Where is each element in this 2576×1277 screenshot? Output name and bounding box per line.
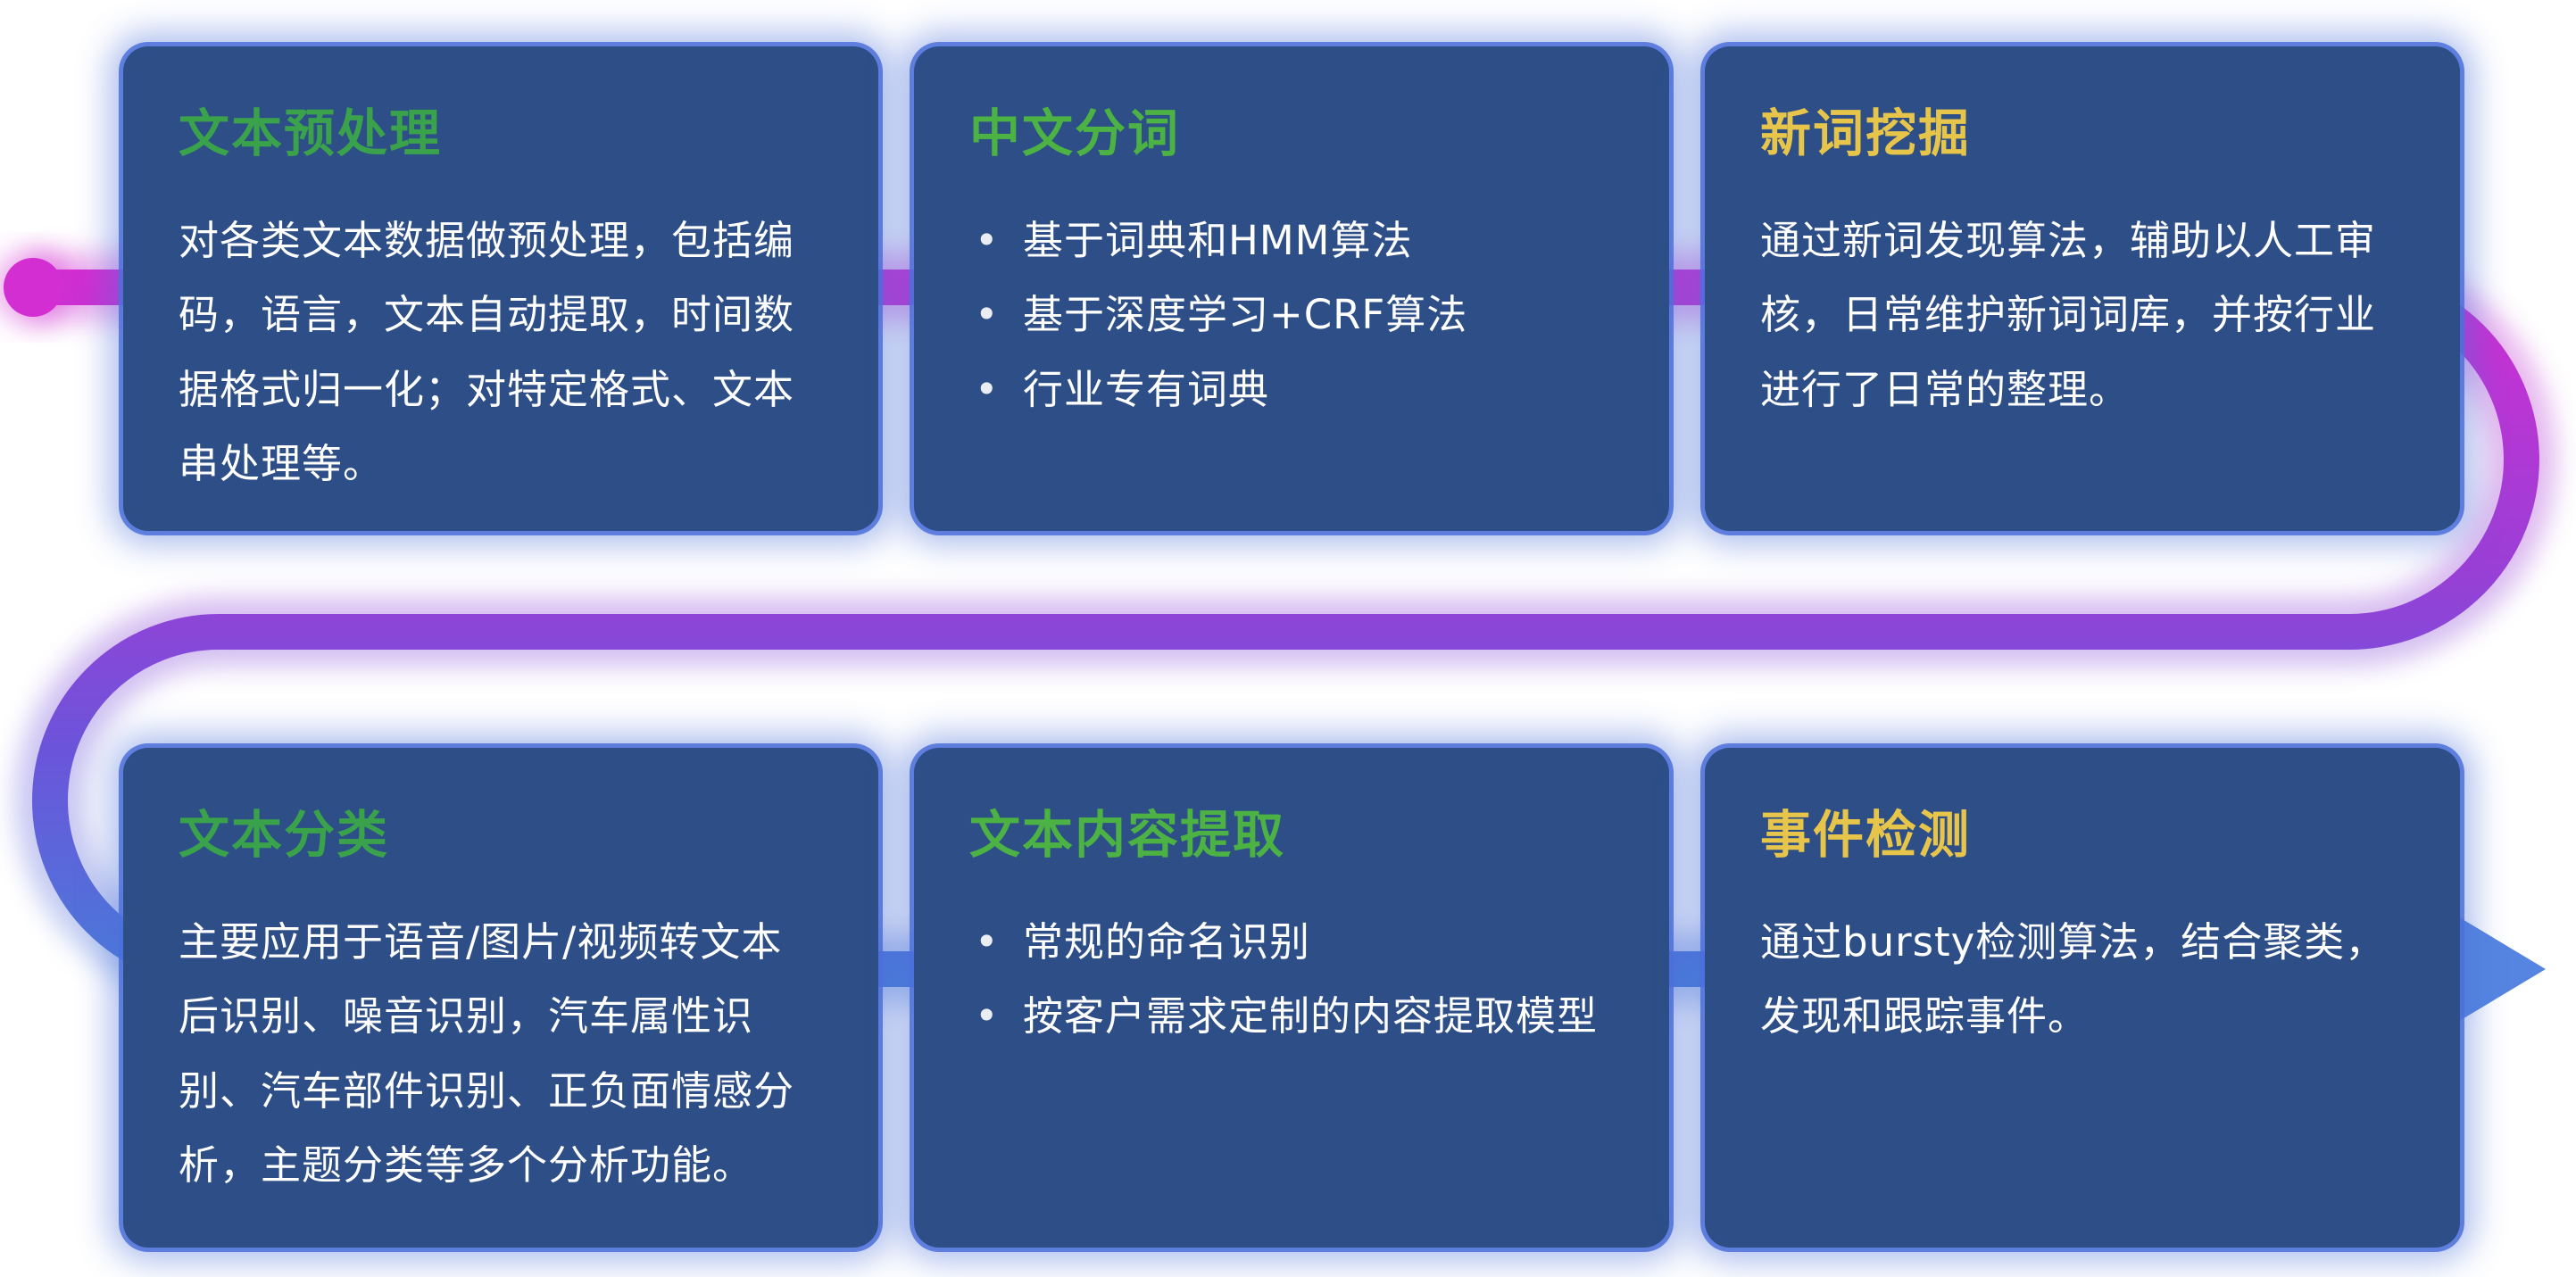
card-title: 事件检测	[1760, 806, 1971, 865]
bullet-item: 基于深度学习+CRF算法	[969, 278, 1614, 352]
card-title: 中文分词	[969, 104, 1180, 163]
card-text-preprocessing: 文本预处理 对各类文本数据做预处理，包括编码，语言，文本自动提取，时间数据格式归…	[123, 46, 878, 531]
bullet-item: 常规的命名识别	[969, 905, 1614, 980]
flow-arrow-icon	[2447, 910, 2546, 1028]
bullet-item: 基于词典和HMM算法	[969, 203, 1614, 278]
card-title: 新词挖掘	[1760, 104, 1971, 163]
card-body: 通过bursty检测算法，结合聚类，发现和跟踪事件。	[1760, 918, 2387, 1041]
bullet-item: 按客户需求定制的内容提取模型	[969, 979, 1614, 1054]
card-new-word-mining: 新词挖掘 通过新词发现算法，辅助以人工审核，日常维护新词词库，并按行业进行了日常…	[1705, 46, 2460, 531]
card-text-content-extraction: 文本内容提取 常规的命名识别 按客户需求定制的内容提取模型	[914, 748, 1669, 1248]
card-title: 文本内容提取	[969, 806, 1285, 865]
card-bullet-list: 基于词典和HMM算法 基于深度学习+CRF算法 行业专有词典	[969, 203, 1614, 427]
card-chinese-word-segmentation: 中文分词 基于词典和HMM算法 基于深度学习+CRF算法 行业专有词典	[914, 46, 1669, 531]
flow-start-dot	[4, 258, 62, 317]
card-text-classification: 文本分类 主要应用于语音/图片/视频转文本后识别、噪音识别，汽车属性识别、汽车部…	[123, 748, 878, 1248]
card-body: 对各类文本数据做预处理，包括编码，语言，文本自动提取，时间数据格式归一化；对特定…	[179, 217, 795, 487]
flow-path	[32, 269, 2539, 987]
card-bullet-list: 常规的命名识别 按客户需求定制的内容提取模型	[969, 905, 1614, 1054]
card-body: 通过新词发现算法，辅助以人工审核，日常维护新词词库，并按行业进行了日常的整理。	[1760, 217, 2377, 413]
card-title: 文本分类	[179, 806, 389, 865]
card-event-detection: 事件检测 通过bursty检测算法，结合聚类，发现和跟踪事件。	[1705, 748, 2460, 1248]
card-title: 文本预处理	[179, 104, 442, 163]
card-body: 主要应用于语音/图片/视频转文本后识别、噪音识别，汽车属性识别、汽车部件识别、正…	[179, 918, 795, 1189]
bullet-item: 行业专有词典	[969, 352, 1614, 427]
